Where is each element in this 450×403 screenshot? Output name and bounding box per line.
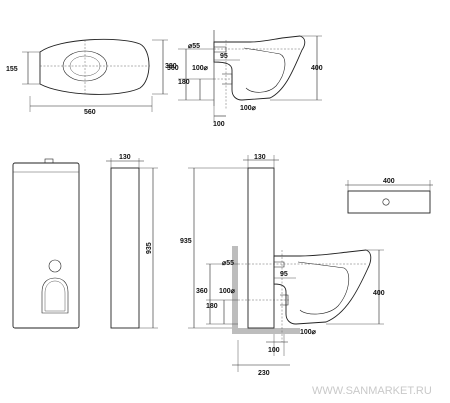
small-plan-width-label: 400 — [383, 178, 395, 185]
watermark: WWW.SANMARKET.RU — [312, 385, 432, 397]
top-offset-label: 155 — [6, 66, 18, 73]
assembly-180-label: 180 — [206, 303, 218, 310]
assembly-cistern-depth-label: 130 — [254, 154, 266, 161]
top-depth-label: 380 — [165, 63, 177, 70]
assembly-100-label: 100 — [268, 347, 280, 354]
assembly-side-view: 935 130 ⌀55 360 100⌀ 180 95 100⌀ 100 230… — [180, 154, 385, 377]
side-360-label: 360 — [167, 65, 179, 72]
small-top-plan: 400 — [345, 178, 433, 214]
side-180-label: 180 — [178, 79, 190, 86]
side-dia100-bottom-label: 100⌀ — [240, 105, 257, 112]
assembly-dia55-label: ⌀55 — [222, 260, 234, 267]
bowl-top-view: 380 560 155 — [6, 38, 177, 116]
bowl-side-view: ⌀55 95 360 100⌀ 180 100⌀ 100 400 — [167, 30, 323, 128]
assembly-height-label: 935 — [180, 238, 192, 245]
cistern-depth-label: 130 — [119, 154, 131, 161]
cistern-side-view: 130 935 — [106, 154, 158, 329]
assembly-360-label: 360 — [196, 288, 208, 295]
assembly-dia100-bottom-label: 100⌀ — [300, 329, 317, 336]
side-height-label: 400 — [311, 65, 323, 72]
assembly-230-label: 230 — [258, 370, 270, 377]
cistern-front-view — [12, 158, 80, 329]
top-length-label: 560 — [84, 109, 96, 116]
side-100-label: 100 — [213, 121, 225, 128]
assembly-bowl-height-label: 400 — [373, 290, 385, 297]
side-dia100-left-label: 100⌀ — [192, 65, 209, 72]
cistern-height-label: 935 — [146, 242, 153, 254]
side-95-label: 95 — [220, 53, 228, 60]
side-dia55-label: ⌀55 — [188, 43, 200, 50]
assembly-dia100-left-label: 100⌀ — [219, 288, 236, 295]
assembly-95-label: 95 — [280, 271, 288, 278]
